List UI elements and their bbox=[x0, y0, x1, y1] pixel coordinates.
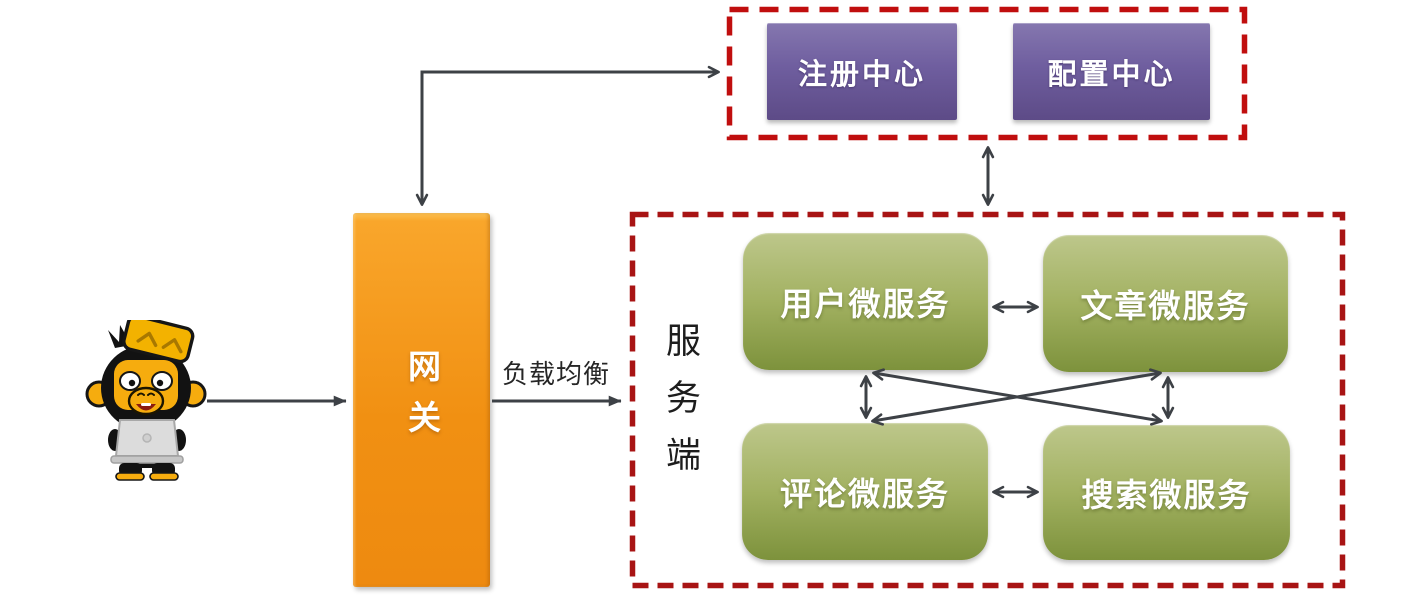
registry-center-label: 注册中心 bbox=[797, 58, 926, 91]
comment-microservice-box: 评论微服务 bbox=[742, 423, 988, 560]
config-center-label: 配置中心 bbox=[1047, 58, 1176, 91]
load-balance-label: 负载均衡 bbox=[501, 359, 610, 389]
article-microservice-label: 文章微服务 bbox=[1080, 287, 1251, 324]
user-microservice-label: 用户微服务 bbox=[780, 285, 951, 322]
arrow-gateway-registry-elbow bbox=[415, 65, 720, 206]
search-microservice-box: 搜索微服务 bbox=[1043, 425, 1290, 560]
article-microservice-box: 文章微服务 bbox=[1043, 235, 1288, 372]
arrow-user-search bbox=[872, 368, 1163, 426]
user-microservice-box: 用户微服务 bbox=[743, 233, 988, 370]
arrow-article-comment bbox=[871, 368, 1162, 426]
comment-microservice-label: 评论微服务 bbox=[779, 475, 950, 512]
developer-monkey-mascot bbox=[85, 320, 207, 481]
search-microservice-label: 搜索微服务 bbox=[1081, 476, 1252, 513]
gateway-label: 网关 bbox=[403, 349, 441, 451]
config-center-box: 配置中心 bbox=[1013, 23, 1210, 120]
registry-center-box: 注册中心 bbox=[767, 23, 957, 120]
server-group-label: 服务端 bbox=[661, 322, 700, 493]
gateway-box: 网关 bbox=[353, 213, 490, 587]
mascot-hat bbox=[122, 320, 195, 364]
